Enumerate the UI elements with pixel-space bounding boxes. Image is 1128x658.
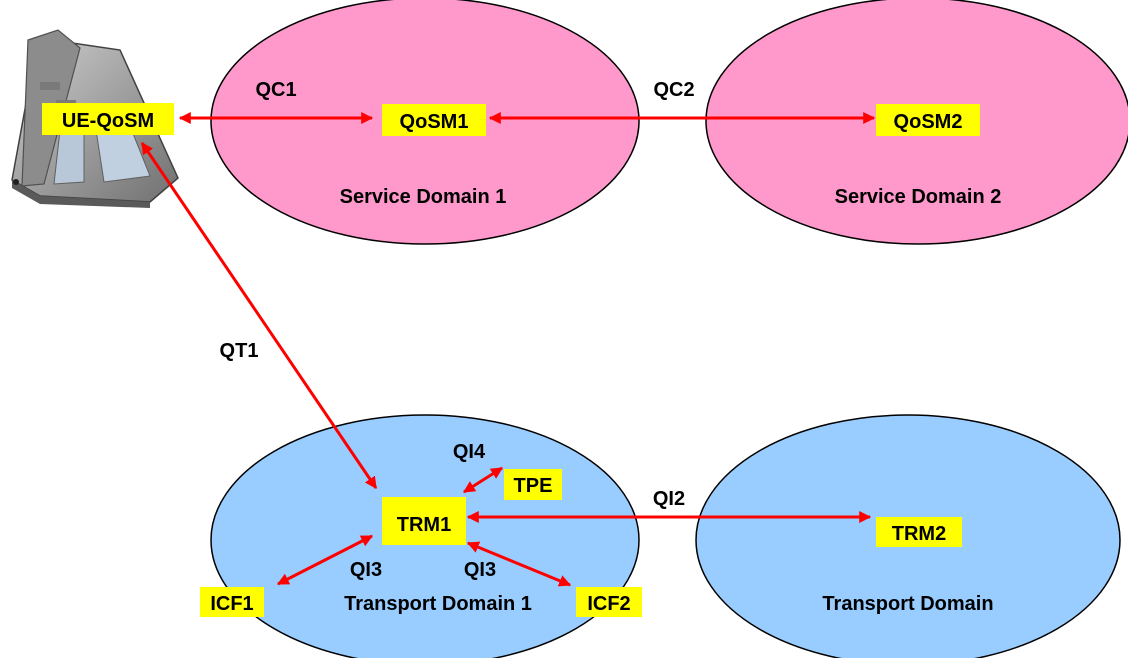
qt1-label: QT1	[220, 340, 259, 362]
qc1-label: QC1	[255, 79, 296, 101]
icf2-node: ICF2	[576, 587, 642, 617]
qosm2-label: QoSM2	[894, 111, 963, 133]
trm2-node: TRM2	[876, 517, 962, 547]
qt1-link	[140, 142, 378, 489]
qosm1-label: QoSM1	[400, 111, 469, 133]
trm2-label: TRM2	[892, 523, 946, 545]
transport-domain-1-label: Transport Domain 1	[344, 593, 532, 615]
transport-domain-2-label: Transport Domain	[822, 593, 993, 615]
icf1-node: ICF1	[200, 587, 264, 617]
qi3-right-link	[466, 541, 572, 587]
qi4-label: QI4	[453, 441, 486, 463]
qosm1-node: QoSM1	[382, 104, 486, 136]
trm1-node: TRM1	[382, 497, 466, 545]
ue-qosm-node: UE-QoSM	[42, 103, 174, 135]
icf1-label: ICF1	[210, 593, 253, 615]
qi4-link	[462, 466, 504, 494]
qosm2-node: QoSM2	[876, 104, 980, 136]
trm1-label: TRM1	[397, 514, 451, 536]
service-domain-2-label: Service Domain 2	[835, 186, 1002, 208]
icf2-label: ICF2	[587, 593, 630, 615]
qi2-label: QI2	[653, 488, 685, 510]
qi3-right-label: QI3	[464, 559, 496, 581]
ue-qosm-label: UE-QoSM	[62, 110, 154, 132]
tpe-node: TPE	[504, 469, 562, 500]
service-domain-1-label: Service Domain 1	[340, 186, 507, 208]
qi3-left-label: QI3	[350, 559, 382, 581]
qc2-label: QC2	[653, 79, 694, 101]
tpe-label: TPE	[514, 475, 553, 497]
qi3-left-link	[276, 534, 374, 586]
